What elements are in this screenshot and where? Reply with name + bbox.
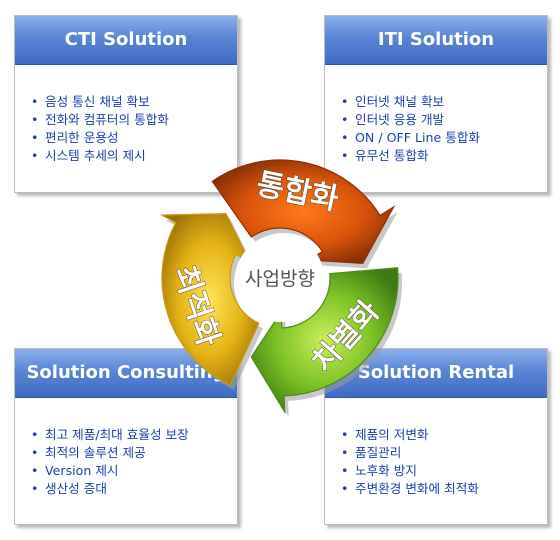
list-item: ON / OFF Line 통합화 bbox=[341, 129, 547, 147]
list-item: 인터넷 응용 개발 bbox=[341, 111, 547, 129]
list-item: 노후화 방지 bbox=[341, 462, 547, 480]
cycle-center bbox=[236, 234, 324, 322]
list-item: 제품의 저변화 bbox=[341, 426, 547, 444]
list-item: 편리한 운용성 bbox=[31, 129, 237, 147]
tonghap-arrow bbox=[211, 159, 396, 265]
list-item: 최고 제품/최대 효율성 보장 bbox=[31, 426, 237, 444]
cti-solution-panel: CTI Solution 음성 통신 채널 확보 전화와 컴퓨터의 통합화 편리… bbox=[14, 15, 238, 193]
list-item: 인터넷 채널 확보 bbox=[341, 93, 547, 111]
list-item: 유무선 통합화 bbox=[341, 147, 547, 165]
choejeok-arrow bbox=[159, 213, 260, 386]
list-item: Version 제시 bbox=[31, 462, 237, 480]
list-item: 전화와 컴퓨터의 통합화 bbox=[31, 111, 237, 129]
solution-consulting-list: 최고 제품/최대 효율성 보장 최적의 솔루션 제공 Version 제시 생산… bbox=[15, 398, 237, 518]
cti-solution-title: CTI Solution bbox=[15, 16, 237, 65]
list-item: 품질관리 bbox=[341, 444, 547, 462]
iti-solution-panel: ITI Solution 인터넷 채널 확보 인터넷 응용 개발 ON / OF… bbox=[324, 15, 548, 193]
solution-rental-panel: Solution Rental 제품의 저변화 품질관리 노후화 방지 주변환경… bbox=[324, 348, 548, 525]
cti-solution-list: 음성 통신 채널 확보 전화와 컴퓨터의 통합화 편리한 운용성 시스템 추세의… bbox=[15, 65, 237, 185]
list-item: 음성 통신 채널 확보 bbox=[31, 93, 237, 111]
solution-consulting-panel: Solution Consulting 최고 제품/최대 효율성 보장 최적의 … bbox=[14, 348, 238, 525]
solution-rental-list: 제품의 저변화 품질관리 노후화 방지 주변환경 변화에 최적화 bbox=[325, 398, 547, 518]
cycle-center-label: 사업방향 bbox=[245, 268, 315, 290]
iti-solution-title: ITI Solution bbox=[325, 16, 547, 65]
list-item: 생산성 증대 bbox=[31, 480, 237, 498]
iti-solution-list: 인터넷 채널 확보 인터넷 응용 개발 ON / OFF Line 통합화 유무… bbox=[325, 65, 547, 185]
list-item: 시스템 추세의 제시 bbox=[31, 147, 237, 165]
list-item: 최적의 솔루션 제공 bbox=[31, 444, 237, 462]
chabyeol-arrow bbox=[250, 267, 399, 415]
list-item: 주변환경 변화에 최적화 bbox=[341, 480, 547, 498]
